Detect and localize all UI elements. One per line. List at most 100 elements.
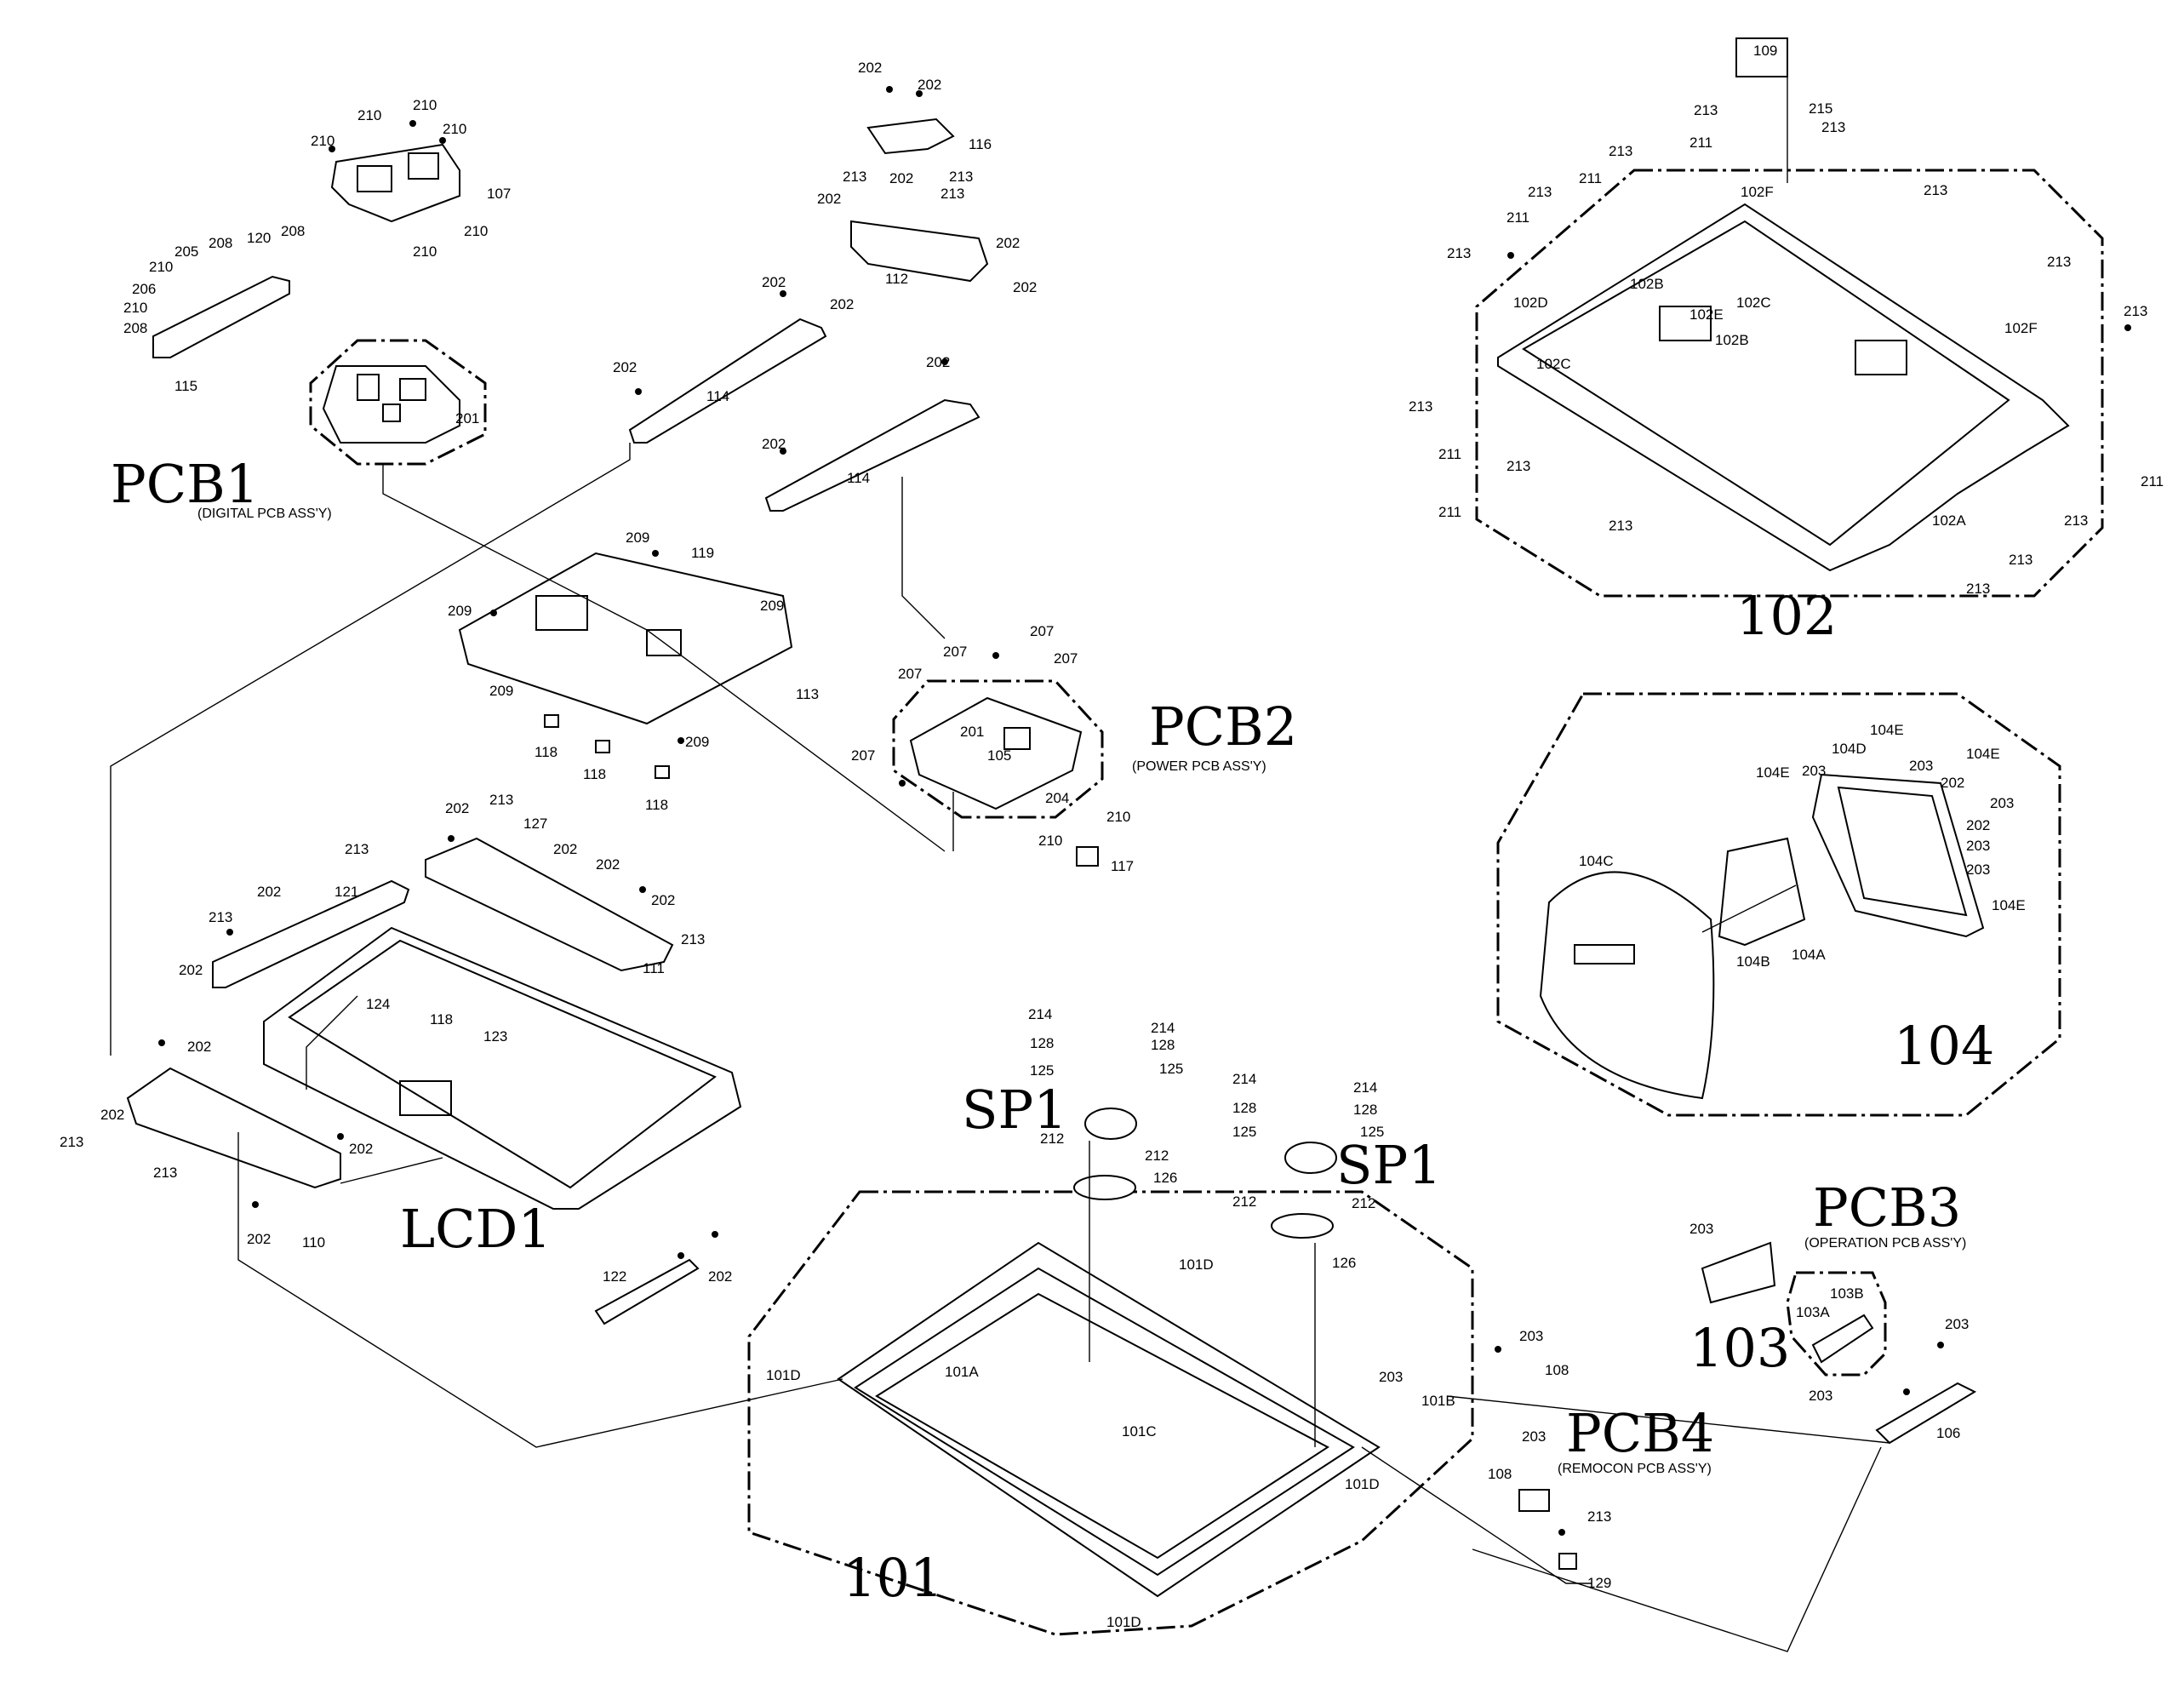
callout-203: 203 <box>1802 763 1826 779</box>
callout-126: 126 <box>1153 1170 1177 1186</box>
callout-213: 213 <box>2124 303 2147 319</box>
callout-124: 124 <box>366 996 390 1012</box>
callout-209: 209 <box>489 683 513 699</box>
callout-101D: 101D <box>766 1367 801 1383</box>
callout-209: 209 <box>448 603 472 619</box>
callout-203: 203 <box>1966 838 1990 854</box>
callout-115: 115 <box>174 378 197 394</box>
speaker-sp1-left <box>1073 1108 1137 1200</box>
callout-202: 202 <box>179 962 203 978</box>
pcb2-description: (POWER PCB ASS'Y) <box>1132 759 1266 774</box>
callout-202: 202 <box>1013 279 1037 295</box>
callout-125: 125 <box>1360 1124 1384 1140</box>
part-118-feet <box>544 714 670 779</box>
callout-202: 202 <box>247 1231 271 1247</box>
callout-101A: 101A <box>945 1364 979 1380</box>
callout-129: 129 <box>1587 1575 1611 1591</box>
callout-128: 128 <box>1030 1035 1054 1051</box>
assembly-103-title: 103 <box>1689 1317 1790 1379</box>
callout-103A: 103A <box>1796 1304 1830 1320</box>
callout-113: 113 <box>796 686 819 702</box>
callout-210: 210 <box>464 223 488 239</box>
callout-202: 202 <box>187 1039 211 1055</box>
callout-212: 212 <box>1040 1130 1064 1147</box>
callout-202: 202 <box>996 235 1020 251</box>
callout-211: 211 <box>1579 170 1602 186</box>
callout-102F: 102F <box>2004 320 2038 336</box>
callout-210: 210 <box>311 133 334 149</box>
callout-213: 213 <box>1609 143 1632 159</box>
callout-203: 203 <box>1379 1369 1403 1385</box>
assembly-101-title: 101 <box>843 1547 943 1609</box>
callout-213: 213 <box>1609 518 1632 534</box>
callout-202: 202 <box>926 354 950 370</box>
callout-213: 213 <box>1587 1508 1611 1525</box>
screw-markers <box>158 86 2131 1536</box>
callout-214: 214 <box>1353 1079 1377 1096</box>
callout-203: 203 <box>1519 1328 1543 1344</box>
callout-204: 204 <box>1045 790 1069 806</box>
callout-106: 106 <box>1936 1425 1960 1441</box>
callout-201: 201 <box>960 724 984 740</box>
callout-207: 207 <box>1030 623 1054 639</box>
callout-102F: 102F <box>1741 184 1774 200</box>
callout-213: 213 <box>1507 458 1530 474</box>
callout-202: 202 <box>445 800 469 816</box>
speaker-sp1-right <box>1271 1142 1337 1239</box>
callout-213: 213 <box>843 169 866 185</box>
callout-205: 205 <box>174 243 198 260</box>
callout-126: 126 <box>1332 1255 1356 1271</box>
callout-104C: 104C <box>1579 853 1614 869</box>
callout-209: 209 <box>685 734 709 750</box>
callout-203: 203 <box>1990 795 2014 811</box>
callout-213: 213 <box>2047 254 2071 270</box>
part-111-rail <box>425 837 674 972</box>
callout-118: 118 <box>583 766 606 782</box>
callout-213: 213 <box>1966 581 1990 597</box>
front-frame-101 <box>837 1241 1381 1598</box>
callout-213: 213 <box>1409 398 1432 415</box>
pcb2-board <box>909 696 1083 810</box>
part-114-upper-rail <box>628 318 827 444</box>
callout-202: 202 <box>817 191 841 207</box>
callout-203: 203 <box>1689 1221 1713 1237</box>
callout-128: 128 <box>1353 1102 1377 1118</box>
pcb2-title: PCB2 <box>1149 695 1297 758</box>
part-122-bracket <box>594 1258 700 1325</box>
pcb1-description: (DIGITAL PCB ASS'Y) <box>197 507 332 521</box>
callout-125: 125 <box>1159 1061 1183 1077</box>
callout-127: 127 <box>523 816 547 832</box>
callout-214: 214 <box>1028 1006 1052 1022</box>
callout-102A: 102A <box>1932 512 1966 529</box>
callout-120: 120 <box>247 230 271 246</box>
callout-212: 212 <box>1352 1195 1375 1211</box>
callout-104E: 104E <box>1870 722 1904 738</box>
part-113-shield <box>458 552 793 725</box>
part-106 <box>1875 1382 1977 1445</box>
callout-202: 202 <box>553 841 577 857</box>
callout-213: 213 <box>489 792 513 808</box>
callout-203: 203 <box>1809 1388 1832 1404</box>
lcd-panel <box>263 926 742 1210</box>
callout-211: 211 <box>1438 504 1461 520</box>
callout-213: 213 <box>1694 102 1718 118</box>
callout-203: 203 <box>1966 861 1990 878</box>
assembly-102-outline <box>1475 169 2104 598</box>
callout-208: 208 <box>209 235 232 251</box>
callout-202: 202 <box>1941 775 1964 791</box>
pcb1-board <box>322 365 460 444</box>
stand-104 <box>1539 773 1985 1100</box>
callout-210: 210 <box>443 121 466 137</box>
callout-202: 202 <box>100 1107 124 1123</box>
callout-213: 213 <box>345 841 369 857</box>
callout-203: 203 <box>1945 1316 1969 1332</box>
callout-101B: 101B <box>1421 1393 1455 1409</box>
callout-202: 202 <box>1966 817 1990 833</box>
callout-202: 202 <box>257 884 281 900</box>
assembly-102-title: 102 <box>1736 585 1837 647</box>
callout-207: 207 <box>1054 650 1078 667</box>
rear-cover-102 <box>1497 37 2070 572</box>
callout-114: 114 <box>847 470 870 486</box>
callout-213: 213 <box>681 931 705 947</box>
callout-215: 215 <box>1809 100 1832 117</box>
